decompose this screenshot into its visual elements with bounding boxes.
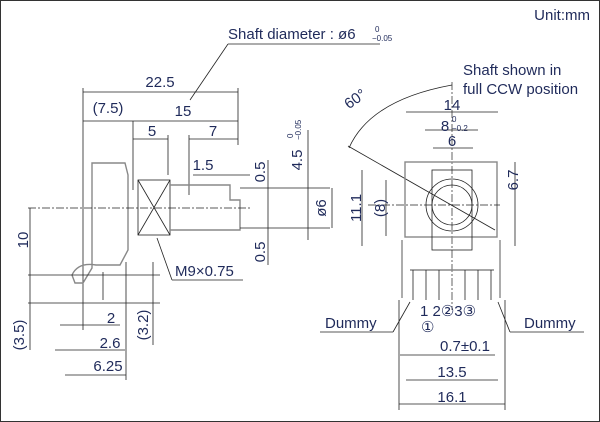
dim-half-bottom: 0.5 bbox=[252, 242, 269, 263]
dim-flat: 7 bbox=[209, 123, 217, 140]
shaft-tol-upper: 0 bbox=[375, 25, 380, 34]
dim-pin: (3.5) bbox=[11, 320, 28, 351]
inner-tol-upper: 0 bbox=[452, 115, 457, 124]
dim-overall-front: 16.1 bbox=[437, 389, 466, 406]
dim-bushing: 5 bbox=[148, 123, 156, 140]
inner-tol-lower: −0.2 bbox=[452, 124, 468, 133]
side-view: 22.5 (7.5) 15 5 7 1.5 0.5 0.5 4.5 0 −0.0… bbox=[11, 74, 333, 380]
note-line2: full CCW position bbox=[463, 81, 578, 98]
dim-shaft: 15 bbox=[175, 103, 192, 120]
dim-flat-height: 4.5 bbox=[289, 150, 306, 171]
dim-half-top: 0.5 bbox=[252, 162, 269, 183]
dim-shaft-dia: ø6 bbox=[313, 199, 330, 217]
flat-tol-lower: −0.05 bbox=[294, 119, 303, 140]
shaft-diameter-label: Shaft diameter : ø6 bbox=[228, 26, 356, 43]
dim-flat-offset: 1.5 bbox=[193, 157, 214, 174]
dim-pin-width: 0.7±0.1 bbox=[440, 338, 490, 355]
dim-mid: (8) bbox=[372, 199, 389, 217]
unit-label: Unit:mm bbox=[534, 7, 590, 24]
dim-pin-len: (3.2) bbox=[135, 310, 152, 341]
dim-overall: 22.5 bbox=[145, 74, 174, 91]
dim-height: 10 bbox=[15, 232, 32, 249]
dim-body: (7.5) bbox=[93, 100, 124, 117]
note-line1: Shaft shown in bbox=[463, 62, 561, 79]
pin-numbers: 1 2②3③ bbox=[420, 303, 476, 320]
dummy-right-label: Dummy bbox=[524, 315, 576, 332]
flat-tol-upper: 0 bbox=[286, 133, 295, 138]
dummy-left-label: Dummy bbox=[325, 315, 377, 332]
dim-angle: 60° bbox=[341, 86, 369, 113]
pin-one-circled: ① bbox=[421, 319, 434, 336]
dim-pin-span: 13.5 bbox=[437, 364, 466, 381]
shaft-tol-lower: −0.05 bbox=[372, 34, 393, 43]
dim-inner: 8 bbox=[441, 118, 449, 135]
dim-height-front: 11.1 bbox=[348, 194, 365, 222]
dim-top: 6.7 bbox=[505, 170, 522, 191]
dim-pin-pitch: 2 bbox=[107, 310, 115, 327]
dim-bush: 6 bbox=[448, 133, 456, 150]
dim-pin-b: 6.25 bbox=[93, 358, 122, 375]
dim-pin-a: 2.6 bbox=[100, 335, 121, 352]
dim-width: 14 bbox=[444, 97, 461, 114]
thread-label: M9×0.75 bbox=[175, 263, 234, 280]
front-view: 60° 14 8 0 −0.2 6 6.7 11.1 (8) 1 2②3③ ① … bbox=[320, 82, 584, 410]
